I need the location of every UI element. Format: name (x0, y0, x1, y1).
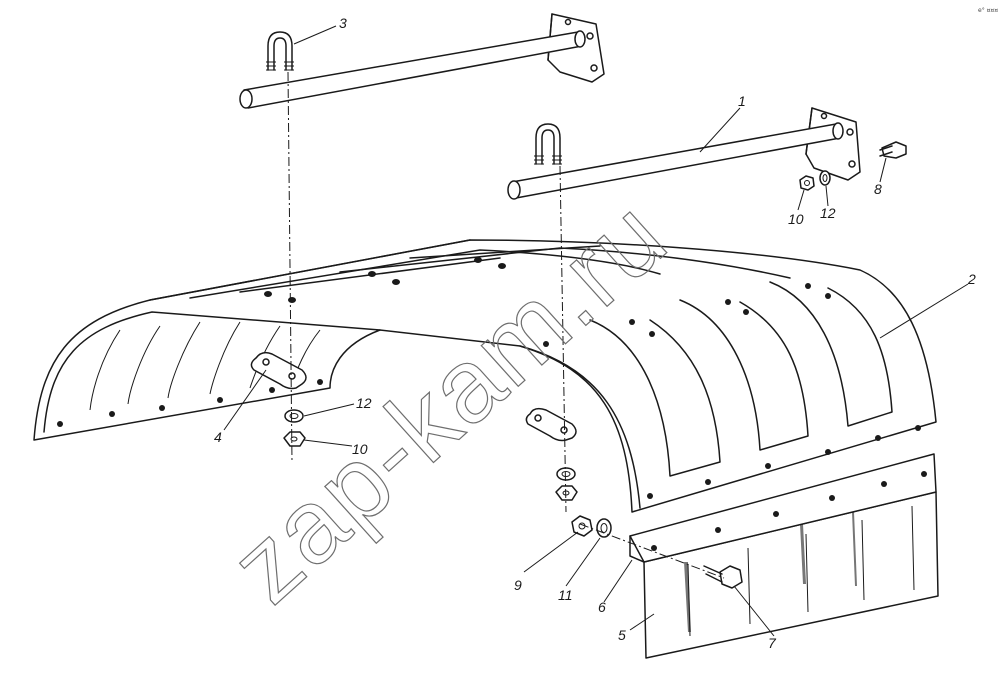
assembly-axes (287, 71, 725, 579)
corner-mark: e° ¤¤¤ (978, 7, 998, 14)
u-bolt-front (534, 123, 562, 165)
callout-7: 7 (768, 635, 777, 651)
callout-10-upper: 10 (788, 211, 804, 227)
washer-12-upper (819, 170, 831, 186)
bracket-rear (239, 13, 605, 109)
callout-9: 9 (514, 577, 522, 593)
callout-3: 3 (339, 15, 347, 31)
u-bolt-3 (266, 31, 294, 71)
callout-labels: 3 1 2 4 12 10 10 12 8 9 11 6 5 7 (214, 15, 976, 651)
washer-11 (596, 518, 612, 538)
callout-11: 11 (558, 587, 573, 603)
bolt-8 (879, 141, 907, 159)
callout-5: 5 (618, 627, 626, 643)
nut-front (555, 485, 578, 501)
bracket-front (507, 107, 861, 200)
callout-8: 8 (874, 181, 882, 197)
clamp-plate-4 (250, 351, 307, 390)
clamp-plate-front (525, 407, 577, 442)
callout-12-upper: 12 (820, 205, 836, 221)
callout-2: 2 (967, 271, 976, 287)
nut-10-lower (283, 431, 306, 447)
bolt-7 (703, 565, 743, 589)
callout-leaders (223, 25, 969, 637)
callout-1: 1 (738, 93, 746, 109)
nut-9 (571, 515, 593, 537)
nut-10-upper (799, 175, 815, 191)
mudguard-holes (57, 257, 921, 499)
mud-flap-5 (629, 453, 939, 659)
callout-12-lower: 12 (356, 395, 372, 411)
callout-6: 6 (598, 599, 606, 615)
callout-10-lower: 10 (352, 441, 368, 457)
washer-12-lower (284, 409, 304, 423)
callout-4: 4 (214, 429, 222, 445)
washer-front (556, 467, 576, 481)
